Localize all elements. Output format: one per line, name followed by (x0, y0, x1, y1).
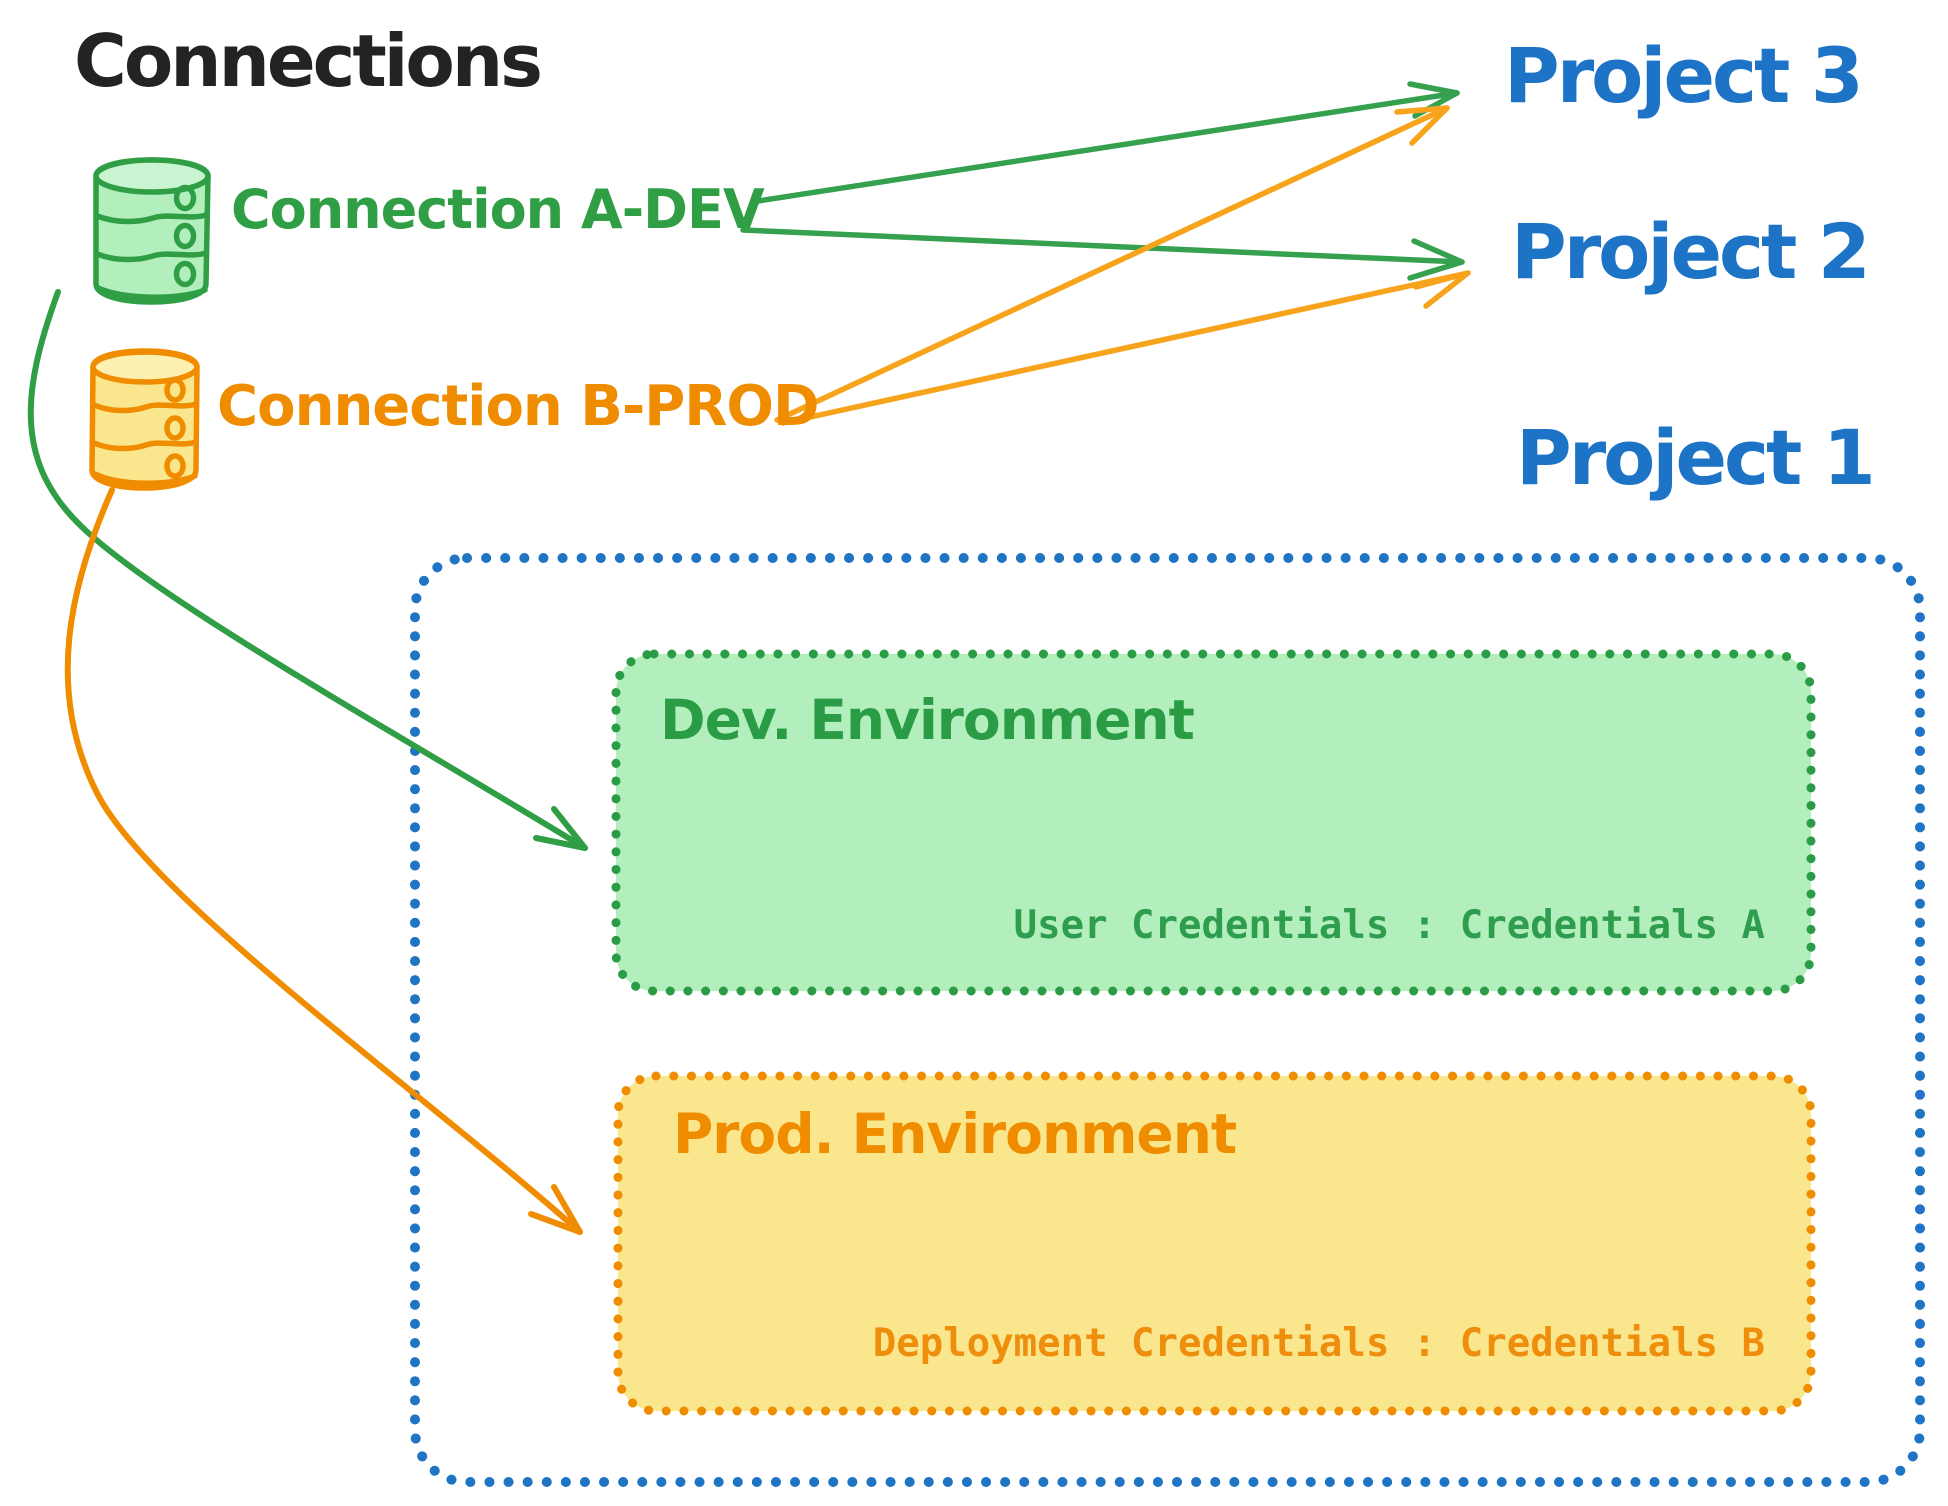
project-1-container-box (410, 553, 1925, 1487)
dev-environment-credentials: User Credentials : Credentials A (1013, 903, 1765, 948)
dev-environment-title: Dev. Environment (660, 688, 1195, 752)
arrow-b-prod-to-prod-environment (64, 487, 583, 1235)
database-icon-dev (93, 157, 211, 305)
prod-environment-box (613, 1071, 1816, 1416)
arrow-b-prod-to-project-3 (774, 105, 1450, 423)
arrow-a-dev-to-project-3 (755, 81, 1460, 204)
arrow-b-prod-to-project-2 (780, 270, 1471, 426)
arrow-a-dev-to-project-2 (740, 227, 1465, 281)
prod-environment-credentials: Deployment Credentials : Credentials B (872, 1321, 1765, 1366)
connection-a-dev-label: Connection A-DEV (231, 178, 765, 241)
project-1-label: Project 1 (1516, 413, 1876, 502)
project-2-label: Project 2 (1511, 207, 1871, 296)
prod-environment-title: Prod. Environment (673, 1102, 1237, 1166)
connection-b-prod-label: Connection B-PROD (217, 374, 819, 439)
project-3-label: Project 3 (1504, 31, 1864, 120)
diagram-title: Connections (74, 19, 543, 103)
database-icon-prod (89, 348, 200, 491)
dev-environment-box (611, 649, 1816, 996)
arrow-a-dev-to-dev-environment (27, 289, 588, 851)
